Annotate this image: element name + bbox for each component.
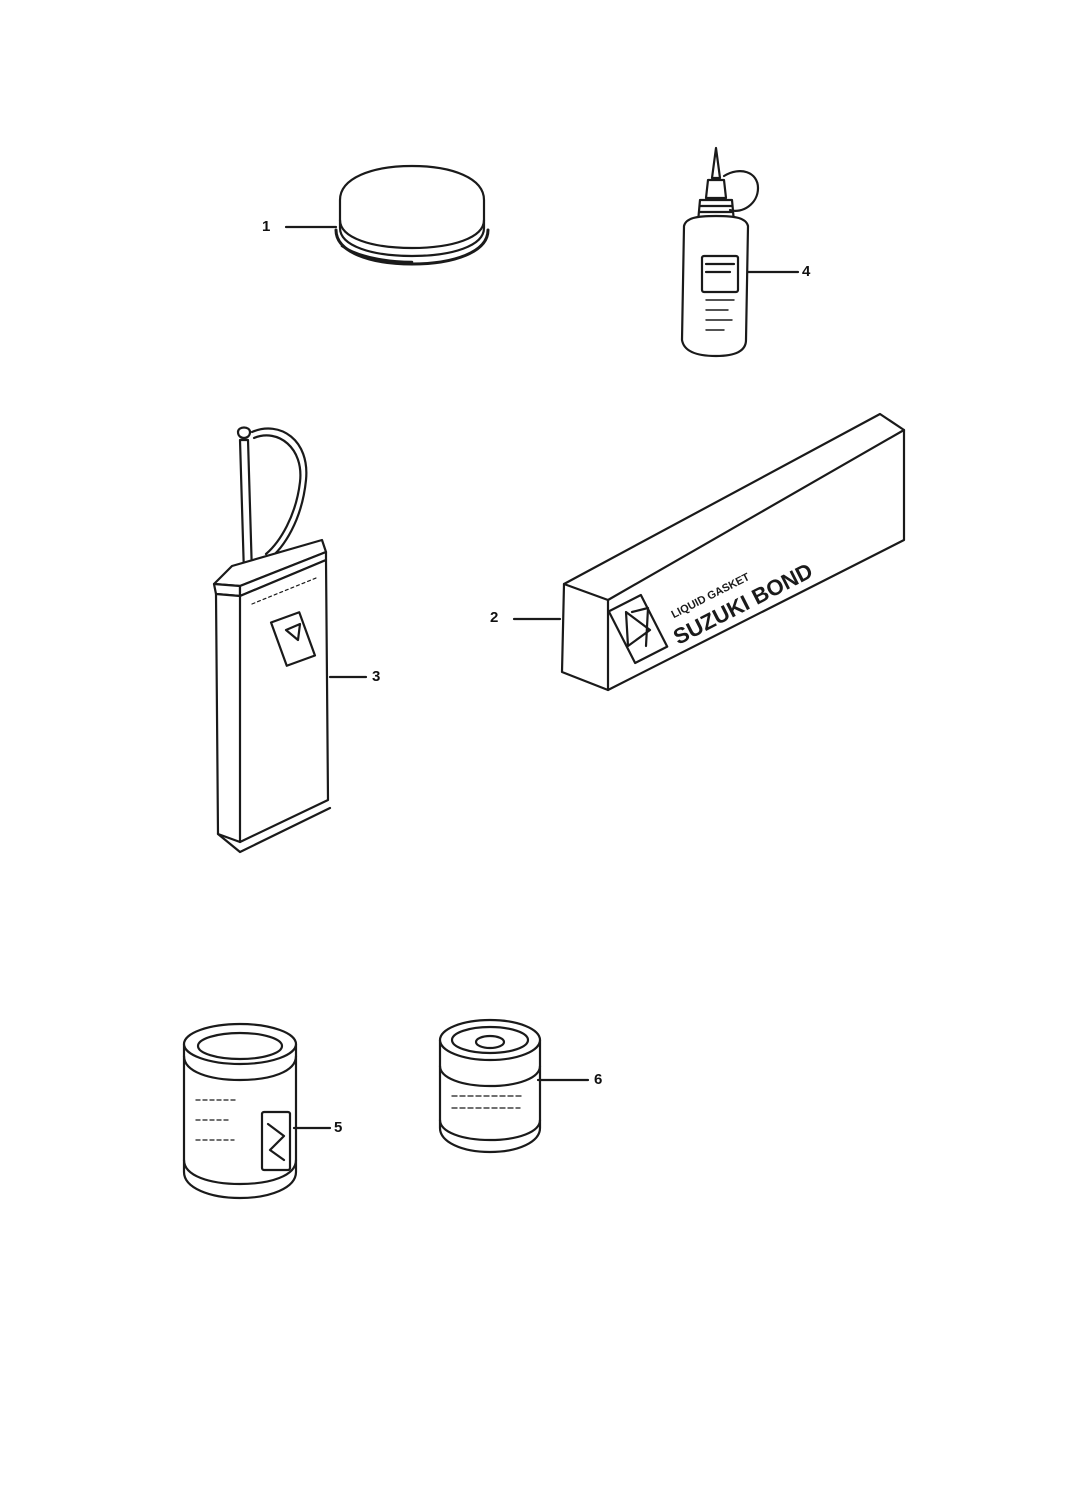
part-6-sealed-tin — [438, 1018, 542, 1154]
callout-3: 3 — [372, 668, 381, 685]
callout-1: 1 — [262, 218, 271, 235]
callout-5: 5 — [334, 1119, 343, 1136]
part-1-round-tin — [334, 164, 490, 266]
callout-2: 2 — [490, 609, 499, 626]
callout-4: 4 — [802, 263, 811, 280]
part-2-gasket-box — [560, 412, 906, 692]
callout-6: 6 — [594, 1071, 603, 1088]
part-3-oil-can — [212, 426, 332, 854]
part-5-can-open — [182, 1022, 298, 1200]
part-4-bottle — [680, 146, 760, 358]
